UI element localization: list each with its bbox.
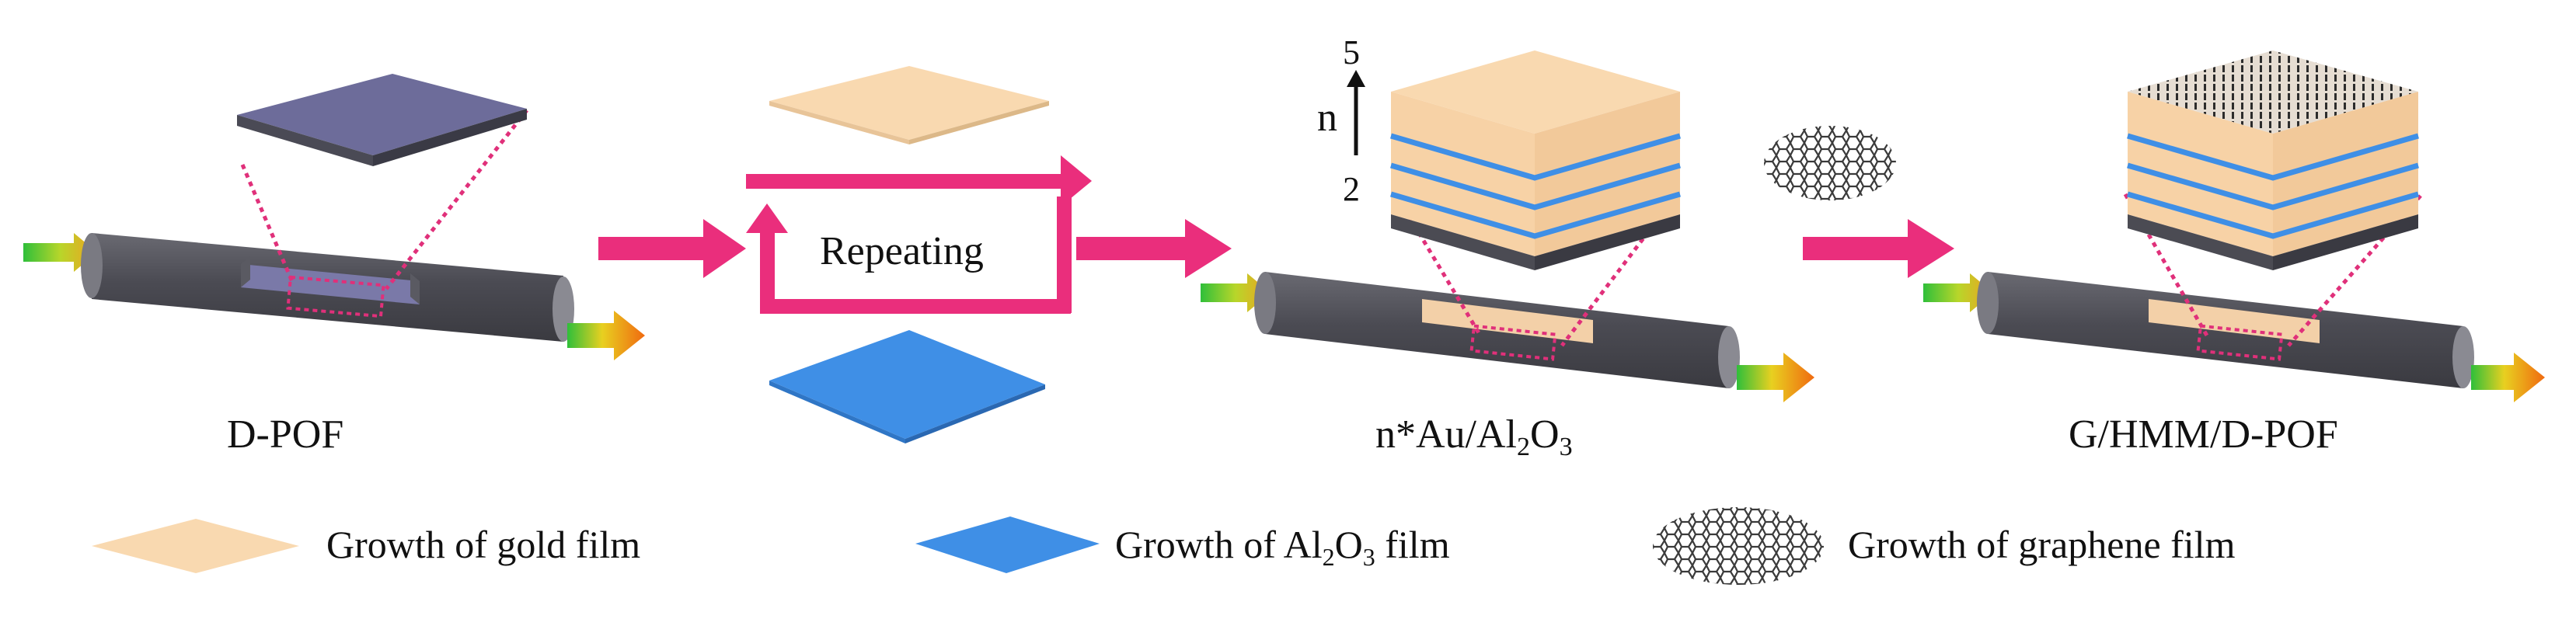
fiber-cylinder-3 — [1977, 272, 2474, 388]
stage1-label: D-POF — [227, 412, 343, 457]
fiber-cylinder — [81, 233, 574, 342]
legend-graphene-label: Growth of graphene film — [1848, 523, 2236, 566]
legend-al2o3-label: Growth of Al2O3 film — [1115, 523, 1450, 571]
stage-multilayer: 5 n 2 n*Au/Al2O3 — [1201, 33, 1814, 461]
fiber-cylinder-2 — [1254, 272, 1740, 388]
legend-graphene: Growth of graphene film — [1653, 507, 2236, 585]
layer-min: 2 — [1343, 170, 1360, 208]
layer-count-axis: 5 n 2 — [1317, 33, 1365, 208]
legend-gold: Growth of gold film — [92, 519, 640, 573]
legend-gold-label: Growth of gold film — [326, 523, 640, 566]
output-light-arrow — [567, 311, 645, 360]
layer-variable: n — [1317, 96, 1337, 140]
stage-repeating: Repeating — [746, 66, 1092, 443]
input-light-arrow — [23, 233, 97, 272]
graphene-hmm-stack — [2127, 50, 2419, 270]
stage-dpof: D-POF — [23, 74, 645, 457]
stage-g-hmm-dpof: G/HMM/D-POF — [1923, 50, 2545, 457]
substrate-plate — [237, 74, 527, 166]
stage3-label: n*Au/Al2O3 — [1375, 412, 1573, 461]
al2o3-film-plate — [769, 330, 1045, 443]
legend-al2o3: Growth of Al2O3 film — [915, 516, 1450, 573]
process-arrow-1 — [598, 219, 746, 278]
process-arrow-3 — [1803, 219, 1954, 278]
gold-film-plate — [769, 66, 1049, 144]
hmm-stack — [1390, 50, 1681, 270]
gold-swatch-icon — [92, 519, 299, 573]
graphene-flake-icon — [1764, 126, 1896, 200]
repeat-loop-arrows — [746, 155, 1092, 314]
output-light-arrow-2 — [1737, 353, 1814, 402]
process-arrow-2 — [1076, 219, 1232, 278]
graphene-swatch-icon — [1653, 507, 1824, 585]
al2o3-swatch-icon — [915, 516, 1100, 573]
stage4-label: G/HMM/D-POF — [2069, 412, 2338, 457]
output-light-arrow-3 — [2471, 353, 2545, 402]
input-light-arrow-2 — [1201, 273, 1271, 312]
stage2-label: Repeating — [820, 229, 984, 273]
input-light-arrow-3 — [1923, 273, 1993, 312]
legend: Growth of gold film Growth of Al2O3 film… — [92, 507, 2236, 585]
layer-max: 5 — [1343, 33, 1360, 71]
